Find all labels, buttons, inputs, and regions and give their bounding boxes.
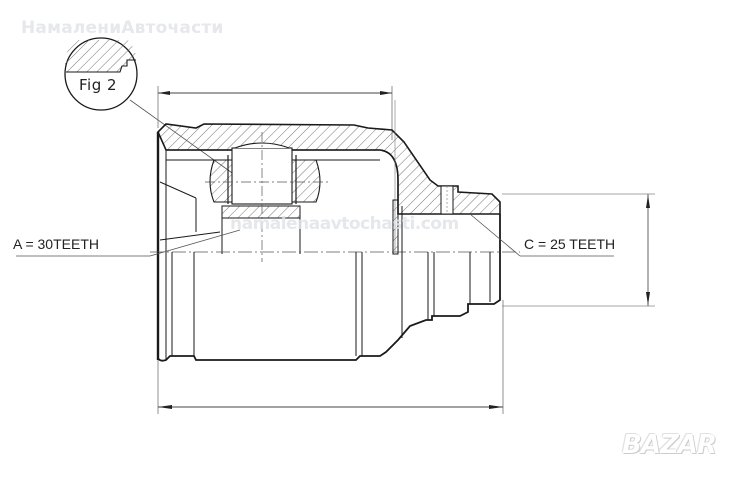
top-dimension-line <box>157 86 393 140</box>
right-dimension-line <box>502 193 655 307</box>
fig2-detail-circle <box>64 37 236 176</box>
left-face <box>156 132 221 360</box>
fig-2-label: Fig 2 <box>79 76 118 94</box>
circlip <box>392 199 403 255</box>
bazar-logo: BAZAR <box>622 430 717 460</box>
body-lower <box>157 214 501 362</box>
housing-section <box>157 123 501 215</box>
bottom-dimension-line <box>157 300 504 414</box>
ball-cage <box>209 142 321 254</box>
callout-inner-spline-teeth: A = 30TEETH <box>13 236 99 252</box>
callout-outer-spline-teeth: C = 25 TEETH <box>524 236 616 252</box>
site-watermark-top: НамалениАвточасти <box>21 18 224 38</box>
site-watermark-center: namalenaavtochasti.com <box>230 214 459 234</box>
callout-leaders <box>16 213 614 257</box>
